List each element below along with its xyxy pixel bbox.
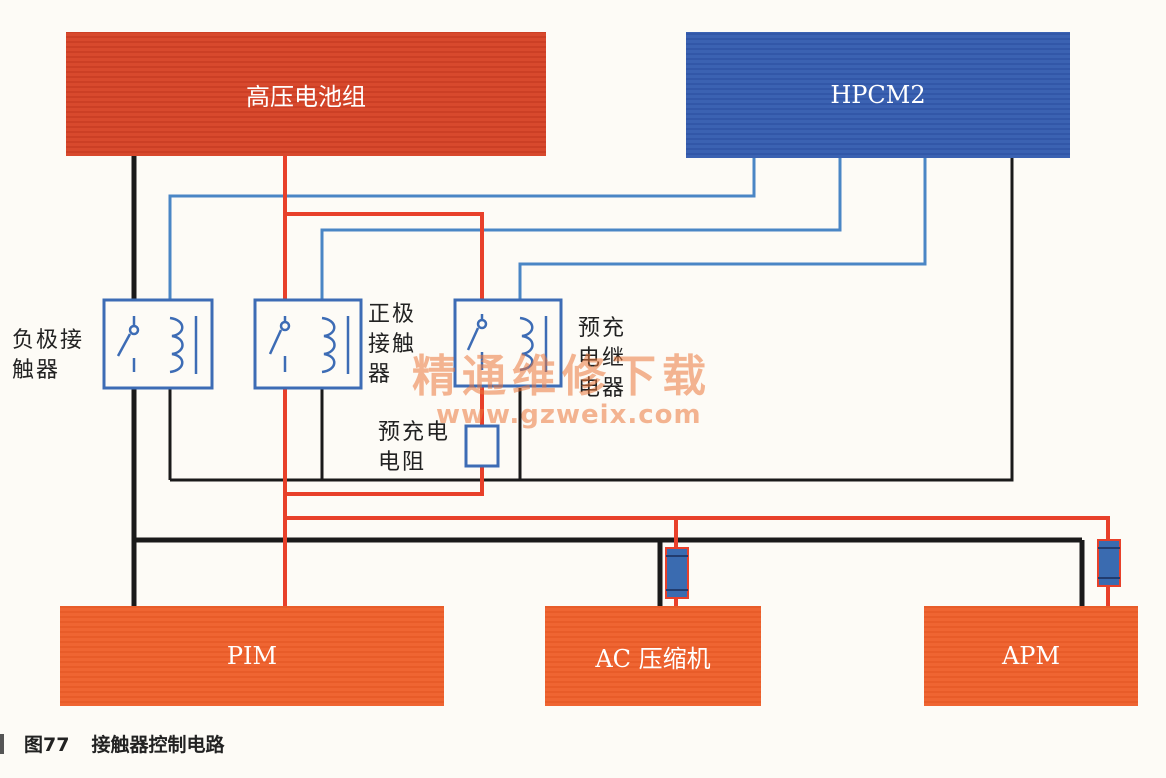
control-wire-negative	[168, 158, 756, 318]
caption-bar	[0, 733, 4, 754]
positive-hv-wiring	[283, 156, 1110, 606]
negative-contactor	[102, 298, 214, 390]
positive-bus-horizontal	[285, 516, 1110, 540]
figure-caption: 图77 接触器控制电路	[0, 730, 224, 757]
positive-contactor-label: 正极接触器	[368, 302, 417, 387]
control-wires	[168, 158, 927, 318]
hpcm2-label: HPCM2	[830, 81, 926, 109]
fuse-ac	[665, 547, 689, 599]
negative-contactor-coil-icon	[169, 316, 198, 374]
control-wire-precharge	[518, 158, 927, 318]
negative-contactor-switch-icon	[116, 316, 140, 372]
apm-label: APM	[1001, 642, 1061, 670]
precharge-resistor	[464, 424, 500, 468]
control-wire-positive	[320, 158, 842, 318]
return-wire-bus	[170, 158, 1014, 482]
ac-compressor: AC 压缩机	[545, 606, 761, 706]
negative-contactor-label: 负极接触器	[12, 328, 85, 383]
fuse-apm	[1097, 539, 1121, 587]
positive-contactor-box	[253, 298, 363, 390]
positive-contactor-coil-icon	[321, 316, 350, 374]
return-wires	[168, 158, 1014, 482]
positive-contactor	[253, 298, 363, 390]
pim-label: PIM	[226, 642, 278, 670]
precharge-relay	[453, 298, 563, 388]
battery-label: 高压电池组	[246, 82, 366, 111]
precharge-relay-box	[453, 298, 563, 388]
ac-compressor-label: AC 压缩机	[595, 644, 711, 673]
figure-number: 图77	[24, 734, 70, 756]
watermark-url: www.gzweix.com	[436, 400, 702, 430]
hpcm2-module: HPCM2	[686, 32, 1070, 158]
precharge-relay-label: 预充电继电器	[578, 316, 627, 401]
negative-contactor-box	[102, 298, 214, 390]
high-voltage-battery-pack: 高压电池组	[66, 32, 546, 156]
precharge-relay-coil-icon	[519, 316, 548, 372]
positive-contactor-switch-icon	[268, 316, 291, 372]
watermark-text: 精通维修下载	[412, 351, 712, 402]
precharge-branch-top	[285, 212, 484, 300]
pim-module: PIM	[60, 606, 444, 706]
precharge-resistor-return	[285, 466, 484, 496]
precharge-relay-switch-icon	[466, 314, 488, 370]
precharge-resistor-label: 预充电电阻	[378, 420, 451, 475]
figure-title: 接触器控制电路	[91, 734, 225, 756]
apm-module: APM	[924, 606, 1138, 706]
